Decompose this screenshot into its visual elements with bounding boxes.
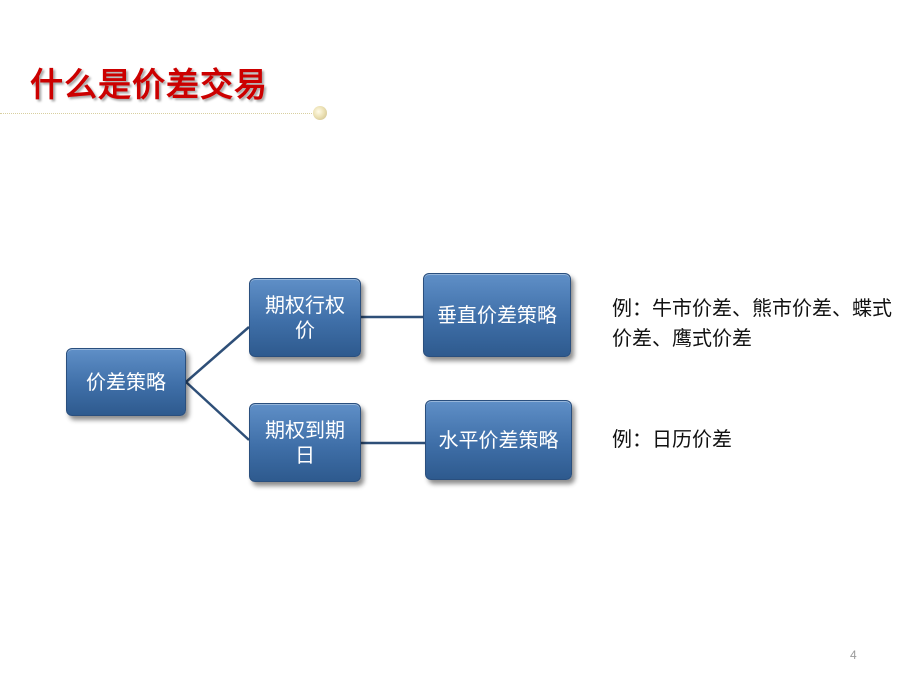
node-vertical-spread: 垂直价差策略 — [423, 273, 571, 357]
node-spread-strategy: 价差策略 — [66, 348, 186, 416]
example-horizontal-spread: 例：日历价差 — [612, 427, 732, 451]
node-exercise-price-label: 期权行权价 — [265, 292, 345, 342]
node-exercise-price: 期权行权价 — [249, 278, 361, 357]
node-horizontal-spread: 水平价差策略 — [425, 400, 572, 480]
decorative-dot-icon — [313, 106, 327, 120]
node-expiry-date-label: 期权到期日 — [265, 417, 345, 467]
example-vertical-spread: 例：牛市价差、熊市价差、蝶式价差、鹰式价差 — [612, 296, 892, 350]
page-number: 4 — [850, 648, 857, 662]
connector-root-to-expiry — [185, 381, 250, 441]
slide-title: 什么是价差交易 — [30, 65, 268, 104]
connector-root-to-exercise-price — [185, 326, 250, 383]
node-expiry-date: 期权到期日 — [249, 403, 361, 482]
node-horizontal-spread-label: 水平价差策略 — [438, 427, 559, 452]
node-vertical-spread-label: 垂直价差策略 — [437, 302, 557, 327]
title-underline-divider — [0, 113, 318, 114]
node-spread-strategy-label: 价差策略 — [86, 369, 166, 394]
